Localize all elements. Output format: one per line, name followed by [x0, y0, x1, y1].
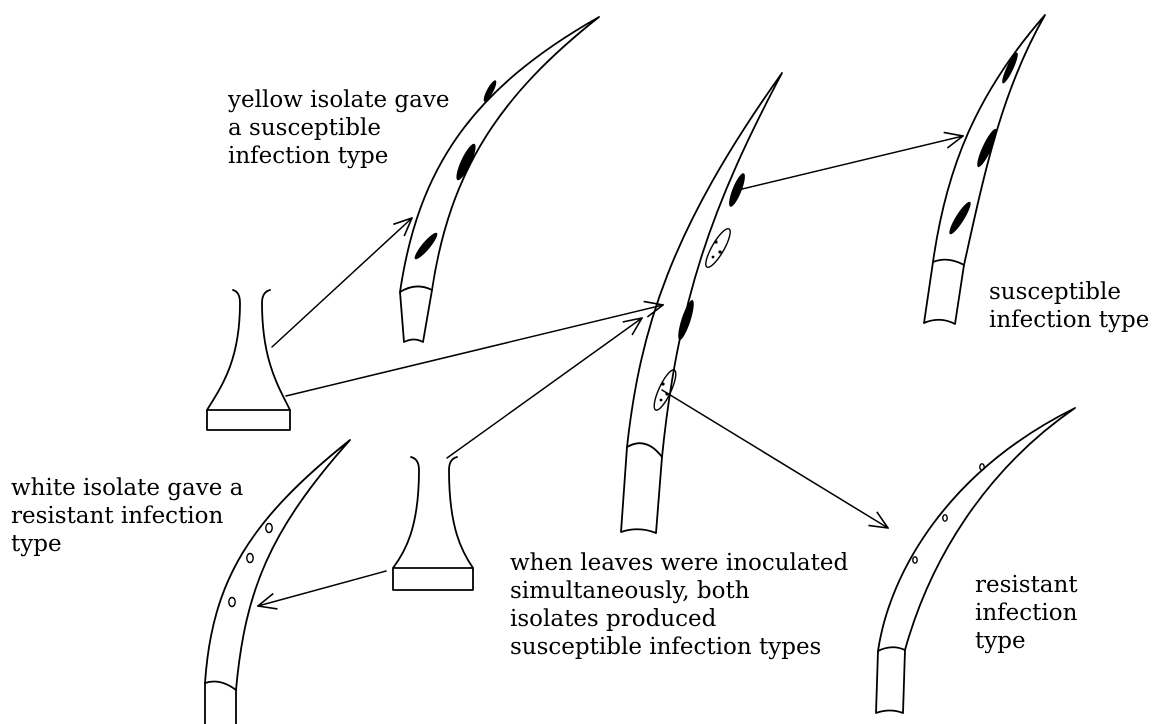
label-simultaneous: when leaves were inoculated simultaneous… [510, 549, 848, 661]
leaf-resistant-result [876, 408, 1075, 713]
leaf-yellow-isolate [400, 17, 599, 342]
arrow-flask2-to-white-leaf [258, 571, 386, 606]
susceptible-lesions [675, 172, 748, 342]
arrow-flask1-to-yellow-leaf [272, 218, 412, 347]
arrow-flask1-to-center-leaf [286, 305, 663, 396]
label-susceptible-result: susceptible infection type [989, 278, 1149, 334]
arrow-center-to-resistant [662, 390, 888, 528]
arrows [258, 136, 963, 606]
flask-yellow-isolate [207, 290, 290, 430]
leaf-simultaneous [621, 73, 782, 533]
label-resistant-result: resistant infection type [975, 571, 1078, 655]
label-white-isolate: white isolate gave a resistant infection… [11, 474, 243, 558]
arrow-center-to-susceptible [738, 136, 963, 190]
arrow-flask2-to-center-leaf [447, 318, 642, 458]
flask-white-isolate [393, 457, 473, 590]
susceptible-lesions [946, 51, 1020, 236]
label-yellow-isolate: yellow isolate gave a susceptible infect… [228, 86, 449, 170]
